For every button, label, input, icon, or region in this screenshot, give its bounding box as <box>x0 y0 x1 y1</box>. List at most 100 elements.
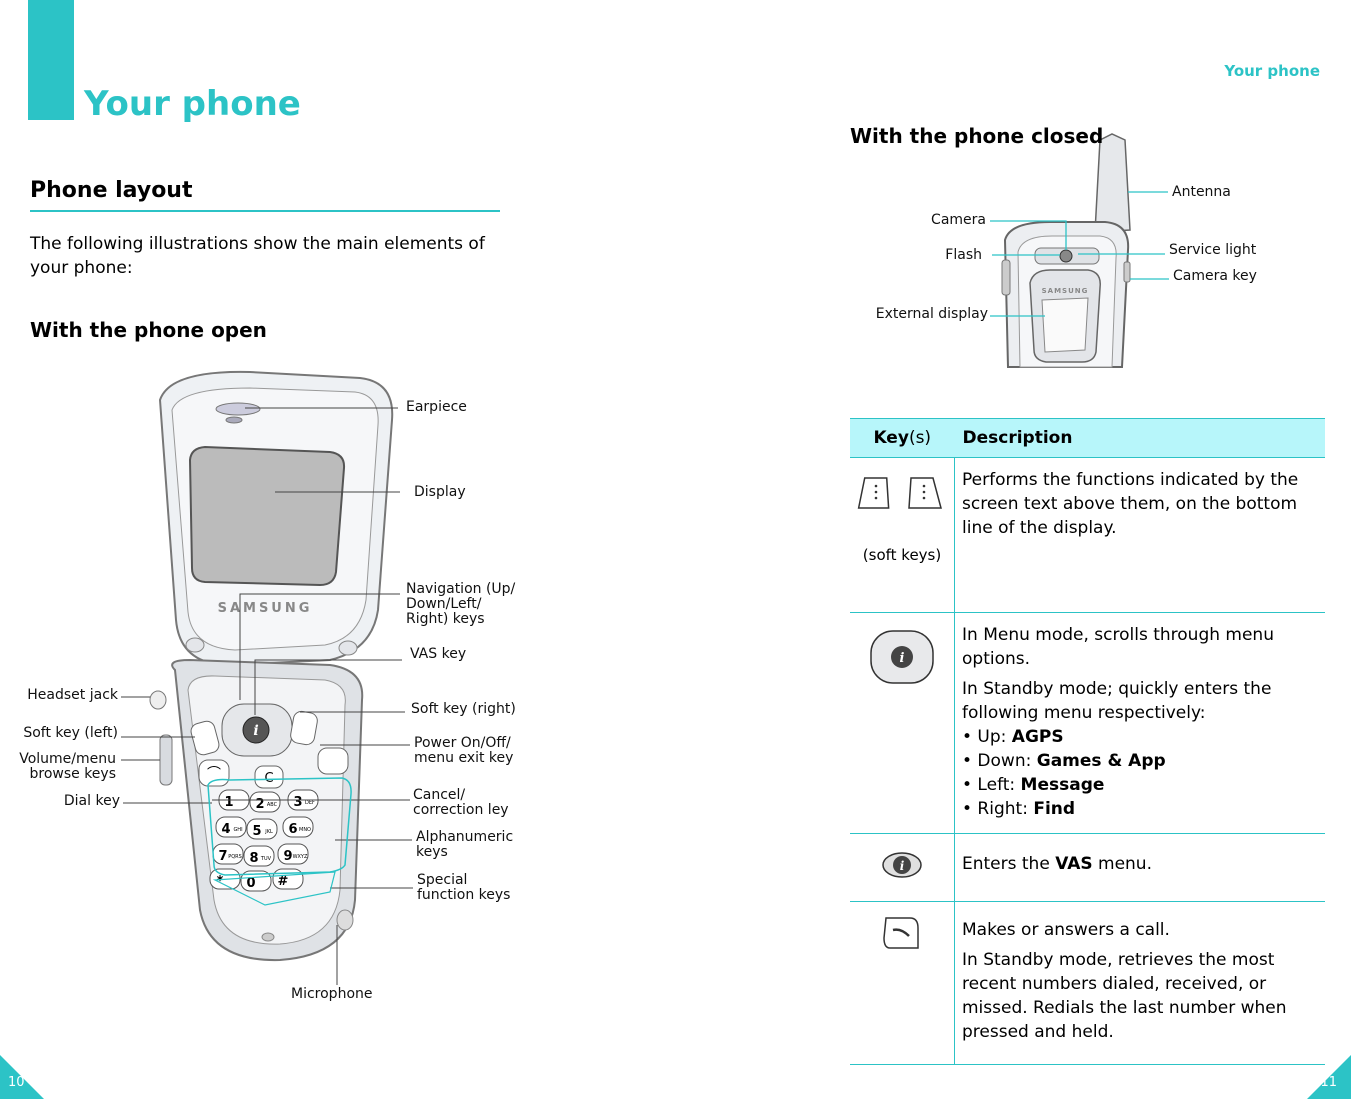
keypad-key-shape <box>246 818 278 840</box>
label-cancel-key: Cancel/ correction ley <box>413 787 509 818</box>
accent-bar <box>28 0 74 120</box>
key-cell-navigation: i <box>850 612 955 834</box>
keypad-key-letters: TUV <box>260 856 272 862</box>
section-heading: Phone layout <box>30 178 193 203</box>
keypad-key-letters: WXYZ <box>293 854 308 860</box>
desc-soft-keys: Performs the functions indicated by the … <box>954 457 1325 613</box>
section-rule <box>30 210 500 212</box>
navigation-key-icon: i <box>870 630 934 684</box>
keypad-key-digit: # <box>278 874 289 889</box>
table-row: i In Menu mode, scrolls through menu opt… <box>850 612 1325 834</box>
keypad-key-digit: * <box>217 874 224 889</box>
label-dial-key: Dial key <box>63 793 120 809</box>
keypad-key-letters: PQRS <box>228 854 242 860</box>
svg-text:⌒: ⌒ <box>207 766 221 782</box>
closed-brand-logo: SAMSUNG <box>1042 287 1089 295</box>
label-soft-key-left: Soft key (left) <box>23 725 118 741</box>
label-soft-key-right: Soft key (right) <box>411 701 516 717</box>
keypad-key-digit: 4 <box>221 822 230 837</box>
table-row: i Enters the VAS menu. <box>850 833 1325 902</box>
keypad-key-digit: 3 <box>293 795 302 810</box>
label-alphanumeric-keys: Alphanumeric keys <box>416 829 514 860</box>
keypad-key-letters: MNO <box>299 827 311 833</box>
table-row: Makes or answers a call. In Standby mode… <box>850 901 1325 1065</box>
nav-item-right: • Right: Find <box>962 799 1076 819</box>
keypad-key-digit: 0 <box>246 876 255 891</box>
svg-text:i: i <box>900 859 905 873</box>
label-display: Display <box>414 484 466 500</box>
label-camera: Camera <box>931 212 986 228</box>
label-navigation: Navigation (Up/ Down/Left/ Right) keys <box>406 581 516 627</box>
desc-vas: Enters the VAS menu. <box>954 833 1325 902</box>
running-head: Your phone <box>1224 62 1320 80</box>
keypad-key-shape <box>215 816 247 838</box>
dial-desc-p1: Makes or answers a call. <box>962 920 1170 940</box>
table-row: (soft keys) Performs the functions indic… <box>850 457 1325 613</box>
keypad-key-shape <box>249 791 281 813</box>
keypad-key-digit: 8 <box>249 851 258 866</box>
clear-key-glyph: C <box>264 771 273 786</box>
svg-text:i: i <box>253 723 258 739</box>
keypad-key-letters: GHI <box>233 827 242 833</box>
nav-item-up: • Up: AGPS <box>962 727 1064 747</box>
soft-keys-icon <box>857 477 942 509</box>
key-cell-soft-keys: (soft keys) <box>850 457 955 613</box>
closed-phone-illustration: SAMSUNG <box>1001 133 1131 368</box>
keypad-key-shape <box>243 845 275 867</box>
desc-navigation: In Menu mode, scrolls through menu optio… <box>954 612 1325 834</box>
label-service-light: Service light <box>1169 242 1257 258</box>
nav-item-down: • Down: Games & App <box>962 751 1166 771</box>
page-title: Your phone <box>84 84 301 124</box>
label-vas-key: VAS key <box>410 646 467 662</box>
brand-logo: SAMSUNG <box>218 601 313 616</box>
label-headset-jack: Headset jack <box>27 687 118 703</box>
page-number-right: 11 <box>1320 1075 1337 1090</box>
keypad-key: # <box>272 868 304 890</box>
label-earpiece: Earpiece <box>406 399 467 415</box>
dial-desc-p2: In Standby mode, retrieves the most rece… <box>962 950 1287 1042</box>
vas-key-icon: i <box>882 852 922 878</box>
closed-phone-heading: With the phone closed <box>850 124 1104 148</box>
keypad-key-shape <box>277 843 309 865</box>
label-microphone: Microphone <box>291 986 373 1002</box>
key-cell-vas: i <box>850 833 955 902</box>
keypad-key-shape <box>240 870 272 892</box>
keypad-key-digit: 7 <box>218 849 227 864</box>
dial-key-icon <box>883 917 919 949</box>
label-antenna: Antenna <box>1172 184 1231 200</box>
header-description: Description <box>954 418 1325 458</box>
keypad-key-digit: 6 <box>288 822 297 837</box>
table-header-row: Key(s) Description <box>850 418 1325 458</box>
label-external-display: External display <box>875 306 988 322</box>
keypad-key-digit: 2 <box>255 797 264 812</box>
desc-dial: Makes or answers a call. In Standby mode… <box>954 901 1325 1065</box>
keypad-key-letters: JKL <box>264 829 273 835</box>
header-key: Key(s) <box>850 418 955 458</box>
key-cell-dial <box>850 901 955 1065</box>
keypad-key-digit: 9 <box>283 849 292 864</box>
page-number-left: 10 <box>8 1075 25 1090</box>
keypad-key: 0 <box>240 870 272 892</box>
label-special-keys: Special function keys <box>417 872 511 903</box>
keypad-key-letters: DEF <box>305 800 315 806</box>
label-camera-key: Camera key <box>1173 268 1257 284</box>
nav-item-left: • Left: Message <box>962 775 1105 795</box>
label-power-key: Power On/Off/ menu exit key <box>414 735 514 766</box>
keypad-key-digit: 1 <box>224 795 233 810</box>
soft-keys-caption: (soft keys) <box>862 546 942 564</box>
open-phone-heading: With the phone open <box>30 318 267 342</box>
keypad-key-shape <box>282 816 314 838</box>
key-description-table: Key(s) Description (soft keys) Performs … <box>850 418 1325 1065</box>
keypad-key-letters: ABC <box>267 802 278 808</box>
intro-text: The following illustrations show the mai… <box>30 234 485 278</box>
label-volume-keys: Volume/menu browse keys <box>19 751 116 782</box>
